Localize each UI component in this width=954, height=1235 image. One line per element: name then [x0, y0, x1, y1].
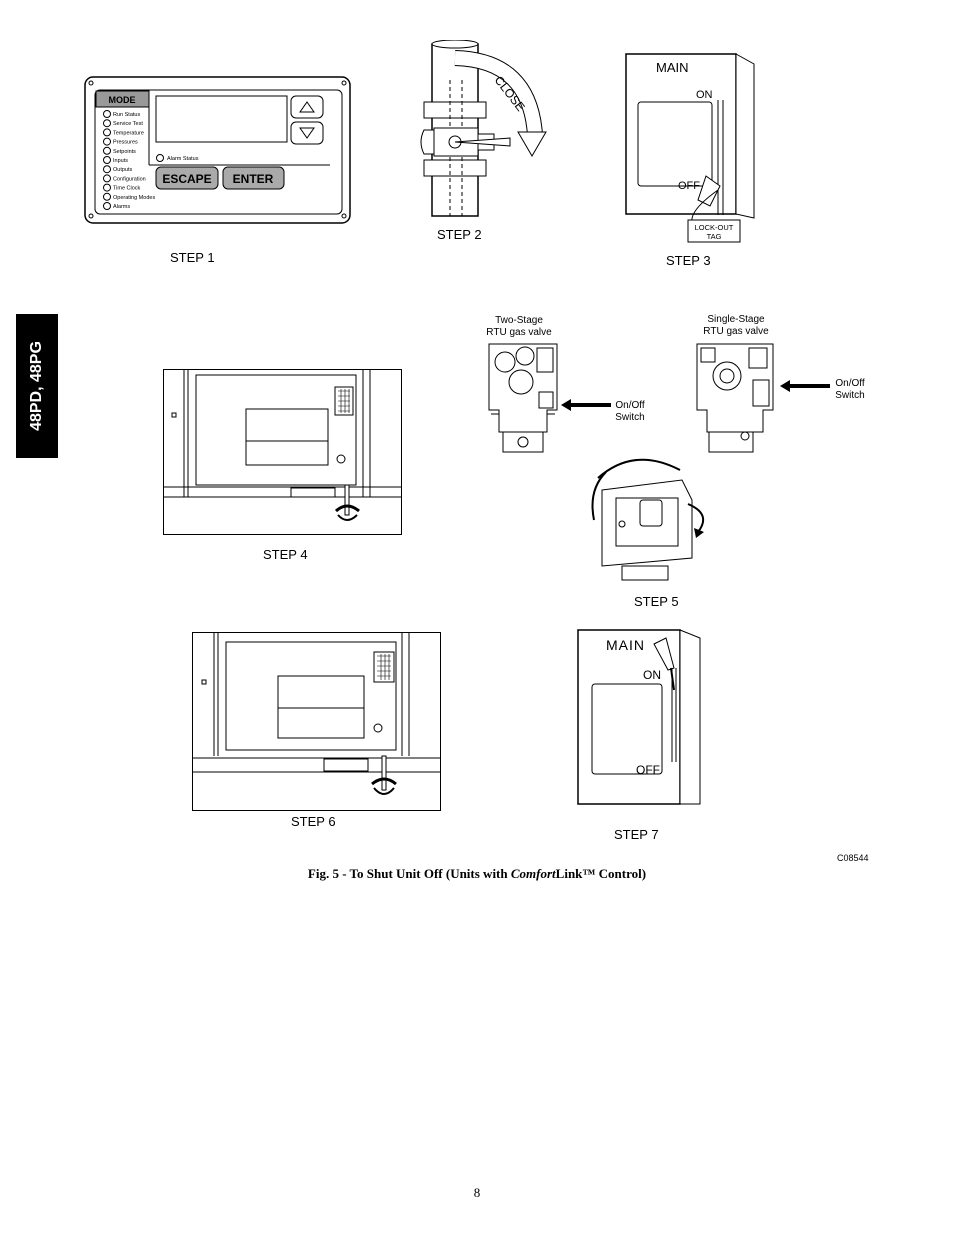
two-stage-line2: RTU gas valve	[474, 327, 564, 339]
mode-item-label: Setpoints	[113, 149, 136, 155]
step7-on-label: ON	[643, 668, 661, 682]
gas-valve-knob-illustration	[584, 450, 716, 582]
mode-led-icon	[104, 157, 111, 164]
caption-suffix: Link™ Control)	[556, 866, 646, 881]
mode-led-icon	[104, 129, 111, 136]
two-stage-onoff-label: On/Off Switch	[606, 400, 654, 424]
step3-on-label: ON	[696, 89, 713, 101]
mode-item-label: Configuration	[113, 176, 146, 182]
single-stage-line2: RTU gas valve	[690, 326, 782, 338]
step7-off-label: OFF	[636, 763, 660, 777]
two-stage-onoff-line1: On/Off	[606, 400, 654, 412]
side-tab-label: 48PD, 48PG	[28, 341, 46, 431]
single-stage-arrow	[780, 379, 832, 393]
unit-panel-step4-illustration	[163, 369, 403, 536]
unit-panel-step6-illustration	[192, 632, 442, 812]
mode-led-icon	[104, 111, 111, 118]
mode-item-label: Alarms	[113, 204, 130, 210]
lockout-tag-line1: LOCK-OUT	[695, 223, 734, 232]
single-stage-onoff-line1: On/Off	[826, 378, 874, 390]
page-number: 8	[0, 1185, 954, 1201]
mode-led-icon	[104, 193, 111, 200]
mode-led-icon	[104, 147, 111, 154]
single-stage-line1: Single-Stage	[690, 314, 782, 326]
mode-item-label: Pressures	[113, 140, 138, 146]
mode-led-icon	[104, 120, 111, 127]
mode-label: MODE	[109, 95, 136, 105]
caption-prefix: Fig. 5 - To Shut Unit Off (Units with	[308, 866, 511, 881]
alarm-status-label: Alarm Status	[167, 156, 199, 162]
step6-label: STEP 6	[291, 814, 336, 829]
escape-button-label: ESCAPE	[162, 172, 211, 186]
single-stage-onoff-label: On/Off Switch	[826, 378, 874, 402]
two-stage-gas-valve-illustration	[483, 340, 563, 454]
mode-led-icon	[104, 203, 111, 210]
caption-italic: Comfort	[511, 866, 556, 881]
step3-label: STEP 3	[666, 253, 711, 268]
mode-item-label: Inputs	[113, 158, 128, 164]
figure-caption: Fig. 5 - To Shut Unit Off (Units with Co…	[0, 866, 954, 882]
side-tab: 48PD, 48PG	[16, 314, 58, 458]
single-stage-gas-valve-illustration	[693, 340, 779, 454]
step3-main-label: MAIN	[656, 60, 689, 75]
mode-led-icon	[104, 166, 111, 173]
mode-item-label: Operating Modes	[113, 195, 155, 201]
step7-main-label: MAIN	[606, 637, 645, 653]
pipe-valve-illustration: CLOSE	[410, 40, 560, 220]
step5-label: STEP 5	[634, 594, 679, 609]
single-stage-onoff-line2: Switch	[826, 390, 874, 402]
step4-label: STEP 4	[263, 547, 308, 562]
mode-item-label: Temperature	[113, 130, 144, 136]
two-stage-line1: Two-Stage	[474, 315, 564, 327]
main-switch-locked-illustration: MAIN ON OFF LOCK-OUT TAG	[620, 50, 760, 250]
step1-label: STEP 1	[170, 250, 215, 265]
mode-item-label: Time Clock	[113, 186, 141, 192]
mode-item-label: Outputs	[113, 167, 133, 173]
step2-label: STEP 2	[437, 227, 482, 242]
mode-led-icon	[104, 138, 111, 145]
mode-item-label: Run Status	[113, 112, 140, 118]
mode-led-icon	[104, 184, 111, 191]
main-switch-on-illustration: MAIN ON OFF	[576, 628, 706, 808]
two-stage-onoff-line2: Switch	[606, 412, 654, 424]
figure-code: C08544	[837, 853, 869, 863]
single-stage-caption: Single-Stage RTU gas valve	[690, 314, 782, 338]
step3-off-label: OFF	[678, 180, 700, 192]
mode-led-icon	[104, 175, 111, 182]
mode-item-label: Service Test	[113, 121, 143, 127]
enter-button-label: ENTER	[233, 172, 274, 186]
lockout-tag-line2: TAG	[707, 232, 722, 241]
step7-label: STEP 7	[614, 827, 659, 842]
two-stage-caption: Two-Stage RTU gas valve	[474, 315, 564, 339]
